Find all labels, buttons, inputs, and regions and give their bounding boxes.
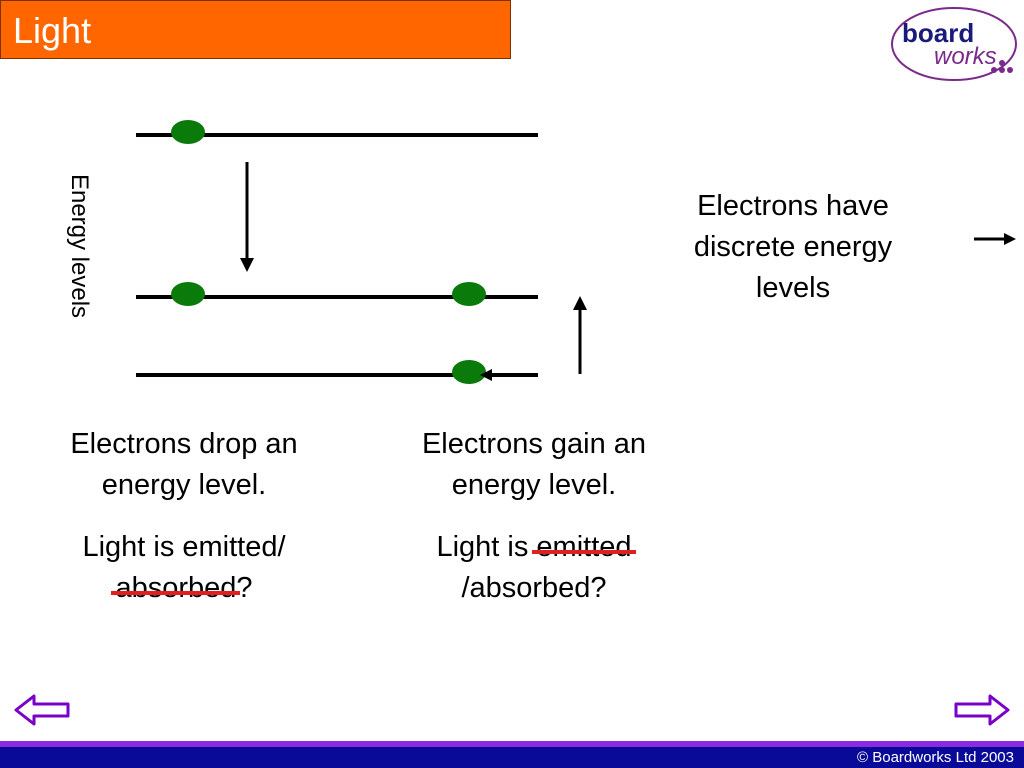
left-pointing-arrow [480,369,524,381]
light-left-suffix: ? [236,572,253,604]
light-question-right: Light is emitted/absorbed? [388,527,680,609]
previous-slide-button[interactable] [12,690,72,730]
up-arrow [573,296,587,374]
gain-level-caption: Electrons gain an energy level. [421,428,647,501]
discrete-levels-note: Electrons have discrete energy levels [693,190,893,304]
light-right-suffix: /absorbed? [461,572,607,604]
hollow-right-arrow-icon [954,694,1010,726]
footer-bar: © Boardworks Ltd 2003 [0,747,1024,768]
electron-middle-right [452,282,486,306]
right-pointing-arrow [974,233,1016,245]
next-slide-button[interactable] [952,690,1012,730]
energy-axis-label: Energy levels [66,173,93,319]
page-title: Light [13,10,92,51]
electron-top [171,120,205,144]
electron-middle-left [171,282,205,306]
drop-level-caption: Electrons drop an energy level. [70,428,298,501]
boardworks-logo: board works [891,7,1017,81]
light-right-prefix: Light is [436,531,537,563]
footer-stripe [0,741,1024,747]
hollow-left-arrow-icon [14,694,70,726]
logo-word-1: board [902,18,974,48]
struck-word-emitted: emitted [532,527,636,568]
title-bar: Light [0,0,511,59]
copyright-text: © Boardworks Ltd 2003 [857,749,1014,766]
light-left-prefix: Light is emitted/ [82,531,286,563]
light-question-left: Light is emitted/absorbed? [38,527,330,609]
down-arrow [240,162,254,272]
struck-word-absorbed: absorbed [111,568,241,609]
logo-word-2: works [934,43,997,70]
electron-bottom [452,360,486,384]
